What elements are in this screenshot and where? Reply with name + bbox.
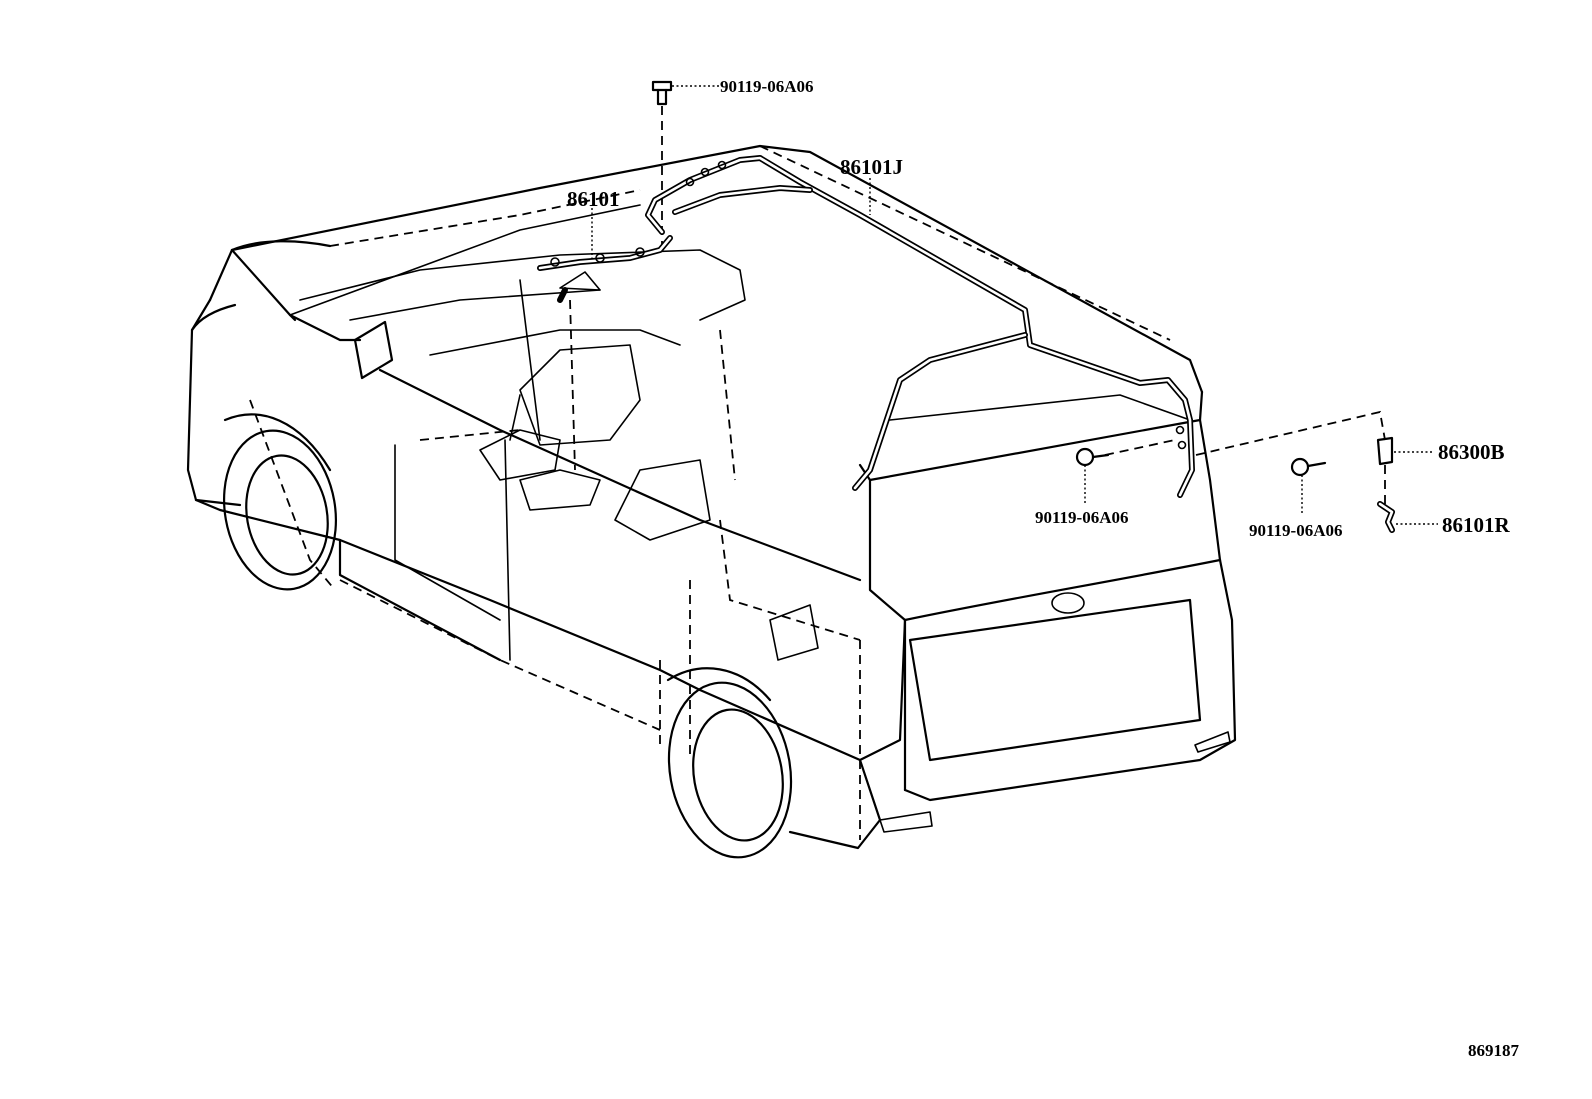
bolt-side-shape	[1290, 457, 1327, 477]
label-leaders	[591, 85, 1438, 525]
label-harness-86101: 86101	[567, 187, 620, 211]
label-bolt-rear: 90119-06A06	[1035, 508, 1129, 527]
figure-number: 869187	[1468, 1041, 1520, 1060]
part-86101R-shape	[1377, 501, 1395, 533]
label-part-86101R: 86101R	[1442, 513, 1511, 537]
phantom-lines	[249, 106, 1386, 840]
label-bolt-side: 90119-06A06	[1249, 521, 1343, 540]
bolt-top-shape	[651, 80, 673, 106]
label-harness-86101J: 86101J	[840, 155, 903, 179]
vehicle-body-outline	[186, 144, 1237, 850]
harness-86101J-shape	[645, 155, 1195, 498]
harness-86101-shape	[537, 235, 673, 303]
part-86300B-shape	[1376, 436, 1394, 466]
label-part-86300B: 86300B	[1438, 440, 1505, 464]
bolt-rear-shape	[1075, 447, 1110, 467]
label-bolt-top: 90119-06A06	[720, 77, 814, 96]
rear-wheel	[666, 667, 793, 859]
front-wheel	[222, 413, 338, 591]
